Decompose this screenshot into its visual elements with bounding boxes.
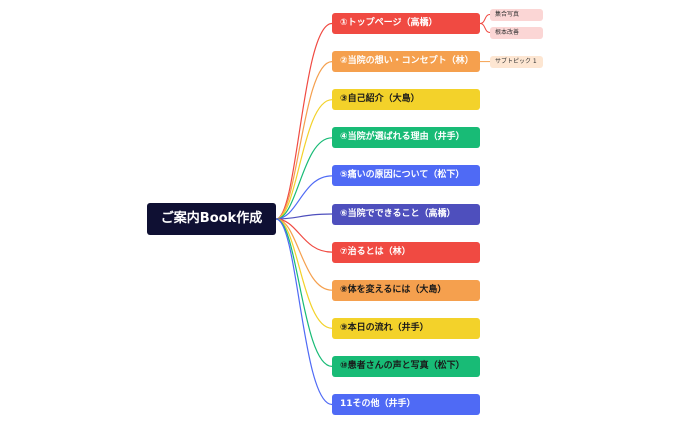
subtopic-b1-1[interactable]: 根本改善	[490, 26, 543, 39]
connector-b6	[275, 213, 333, 220]
connector-b7	[275, 218, 333, 253]
connector-b3	[275, 99, 333, 220]
branch-node-b10[interactable]: ⑩患者さんの声と写真（松下）	[332, 355, 480, 377]
connector-b4	[275, 137, 333, 220]
branch-node-b4[interactable]: ④当院が選ばれる理由（井手）	[332, 127, 480, 149]
connector-b8	[275, 218, 333, 291]
branch-node-b11[interactable]: 11その他（井手）	[332, 394, 480, 415]
branch-node-b5[interactable]: ⑤痛いの原因について（松下）	[332, 165, 480, 187]
connector-b10	[275, 218, 333, 367]
branch-node-b1[interactable]: ①トップページ（高橋）	[332, 13, 480, 34]
connector-b1	[275, 22, 333, 220]
subtopic-b1-0[interactable]: 集合写真	[490, 8, 543, 21]
sub-connector-b1-1	[479, 23, 491, 33]
connector-b9	[275, 218, 333, 329]
sub-connector-b1-0	[479, 14, 491, 24]
branch-node-b2[interactable]: ②当院の想い・コンセプト（林）	[332, 51, 480, 73]
branch-node-b9[interactable]: ⑨本日の流れ（井手）	[332, 317, 480, 339]
branch-node-b6[interactable]: ⑥当院でできること（高橋）	[332, 203, 480, 225]
branch-node-b3[interactable]: ③自己紹介（大島）	[332, 89, 480, 111]
root-topic[interactable]: ご案内Book作成	[147, 203, 276, 235]
connector-b2	[275, 61, 333, 220]
connector-b11	[275, 218, 333, 406]
connector-b5	[275, 175, 333, 220]
branch-node-b8[interactable]: ⑧体を変えるには（大島）	[332, 279, 480, 301]
subtopic-b2-0[interactable]: サブトピック 1	[490, 55, 543, 68]
branch-node-b7[interactable]: ⑦治るとは（林）	[332, 241, 480, 263]
